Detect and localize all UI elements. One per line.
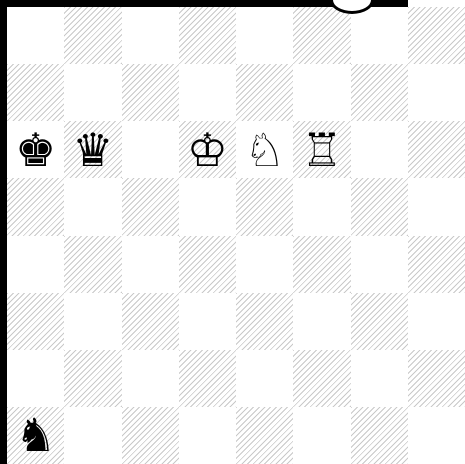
square-r6-c4[interactable] bbox=[179, 293, 236, 350]
black-queen-icon[interactable]: ♛ bbox=[72, 127, 113, 173]
square-r8-c6[interactable] bbox=[293, 407, 350, 464]
square-r5-c1[interactable] bbox=[7, 236, 64, 293]
square-r1-c8[interactable] bbox=[408, 7, 465, 64]
white-knight-icon[interactable]: ♘ bbox=[244, 127, 285, 173]
square-r6-c1[interactable] bbox=[7, 293, 64, 350]
square-r7-c4[interactable] bbox=[179, 350, 236, 407]
square-r1-c7[interactable] bbox=[351, 7, 408, 64]
square-r3-c3[interactable] bbox=[122, 121, 179, 178]
square-r2-c8[interactable] bbox=[408, 64, 465, 121]
square-r1-c5[interactable] bbox=[236, 7, 293, 64]
square-r8-c3[interactable] bbox=[122, 407, 179, 464]
square-r2-c5[interactable] bbox=[236, 64, 293, 121]
square-r5-c5[interactable] bbox=[236, 236, 293, 293]
square-r2-c1[interactable] bbox=[7, 64, 64, 121]
black-king-icon[interactable]: ♚ bbox=[15, 127, 56, 173]
square-r4-c5[interactable] bbox=[236, 178, 293, 235]
square-r5-c7[interactable] bbox=[351, 236, 408, 293]
square-r6-c7[interactable] bbox=[351, 293, 408, 350]
square-r6-c8[interactable] bbox=[408, 293, 465, 350]
square-r3-c2[interactable]: ♛ bbox=[64, 121, 121, 178]
square-r1-c3[interactable] bbox=[122, 7, 179, 64]
white-king-icon[interactable]: ♔ bbox=[187, 127, 228, 173]
square-r1-c2[interactable] bbox=[64, 7, 121, 64]
square-r3-c1[interactable]: ♚ bbox=[7, 121, 64, 178]
square-r3-c7[interactable] bbox=[351, 121, 408, 178]
square-r7-c3[interactable] bbox=[122, 350, 179, 407]
board-grid: ♚ ♛ ♔ ♘ ♖ ♞ bbox=[7, 7, 465, 464]
square-r7-c5[interactable] bbox=[236, 350, 293, 407]
white-rook-icon[interactable]: ♖ bbox=[301, 127, 342, 173]
black-knight-icon[interactable]: ♞ bbox=[15, 412, 56, 458]
square-r5-c4[interactable] bbox=[179, 236, 236, 293]
square-r8-c8[interactable] bbox=[408, 407, 465, 464]
square-r2-c7[interactable] bbox=[351, 64, 408, 121]
square-r8-c4[interactable] bbox=[179, 407, 236, 464]
square-r6-c6[interactable] bbox=[293, 293, 350, 350]
square-r2-c6[interactable] bbox=[293, 64, 350, 121]
square-r3-c5[interactable]: ♘ bbox=[236, 121, 293, 178]
square-r2-c2[interactable] bbox=[64, 64, 121, 121]
square-r6-c5[interactable] bbox=[236, 293, 293, 350]
square-r7-c7[interactable] bbox=[351, 350, 408, 407]
square-r3-c8[interactable] bbox=[408, 121, 465, 178]
square-r4-c7[interactable] bbox=[351, 178, 408, 235]
square-r7-c2[interactable] bbox=[64, 350, 121, 407]
square-r5-c6[interactable] bbox=[293, 236, 350, 293]
square-r8-c1[interactable]: ♞ bbox=[7, 407, 64, 464]
square-r4-c1[interactable] bbox=[7, 178, 64, 235]
square-r4-c4[interactable] bbox=[179, 178, 236, 235]
square-r1-c1[interactable] bbox=[7, 7, 64, 64]
board-frame-left bbox=[0, 0, 7, 464]
square-r1-c6[interactable] bbox=[293, 7, 350, 64]
square-r8-c7[interactable] bbox=[351, 407, 408, 464]
square-r3-c4[interactable]: ♔ bbox=[179, 121, 236, 178]
square-r1-c4[interactable] bbox=[179, 7, 236, 64]
square-r6-c2[interactable] bbox=[64, 293, 121, 350]
square-r2-c3[interactable] bbox=[122, 64, 179, 121]
square-r4-c6[interactable] bbox=[293, 178, 350, 235]
square-r7-c8[interactable] bbox=[408, 350, 465, 407]
square-r4-c3[interactable] bbox=[122, 178, 179, 235]
square-r8-c5[interactable] bbox=[236, 407, 293, 464]
square-r4-c2[interactable] bbox=[64, 178, 121, 235]
square-r3-c6[interactable]: ♖ bbox=[293, 121, 350, 178]
square-r7-c1[interactable] bbox=[7, 350, 64, 407]
square-r8-c2[interactable] bbox=[64, 407, 121, 464]
square-r5-c8[interactable] bbox=[408, 236, 465, 293]
square-r7-c6[interactable] bbox=[293, 350, 350, 407]
square-r4-c8[interactable] bbox=[408, 178, 465, 235]
square-r5-c2[interactable] bbox=[64, 236, 121, 293]
square-r5-c3[interactable] bbox=[122, 236, 179, 293]
square-r6-c3[interactable] bbox=[122, 293, 179, 350]
square-r2-c4[interactable] bbox=[179, 64, 236, 121]
